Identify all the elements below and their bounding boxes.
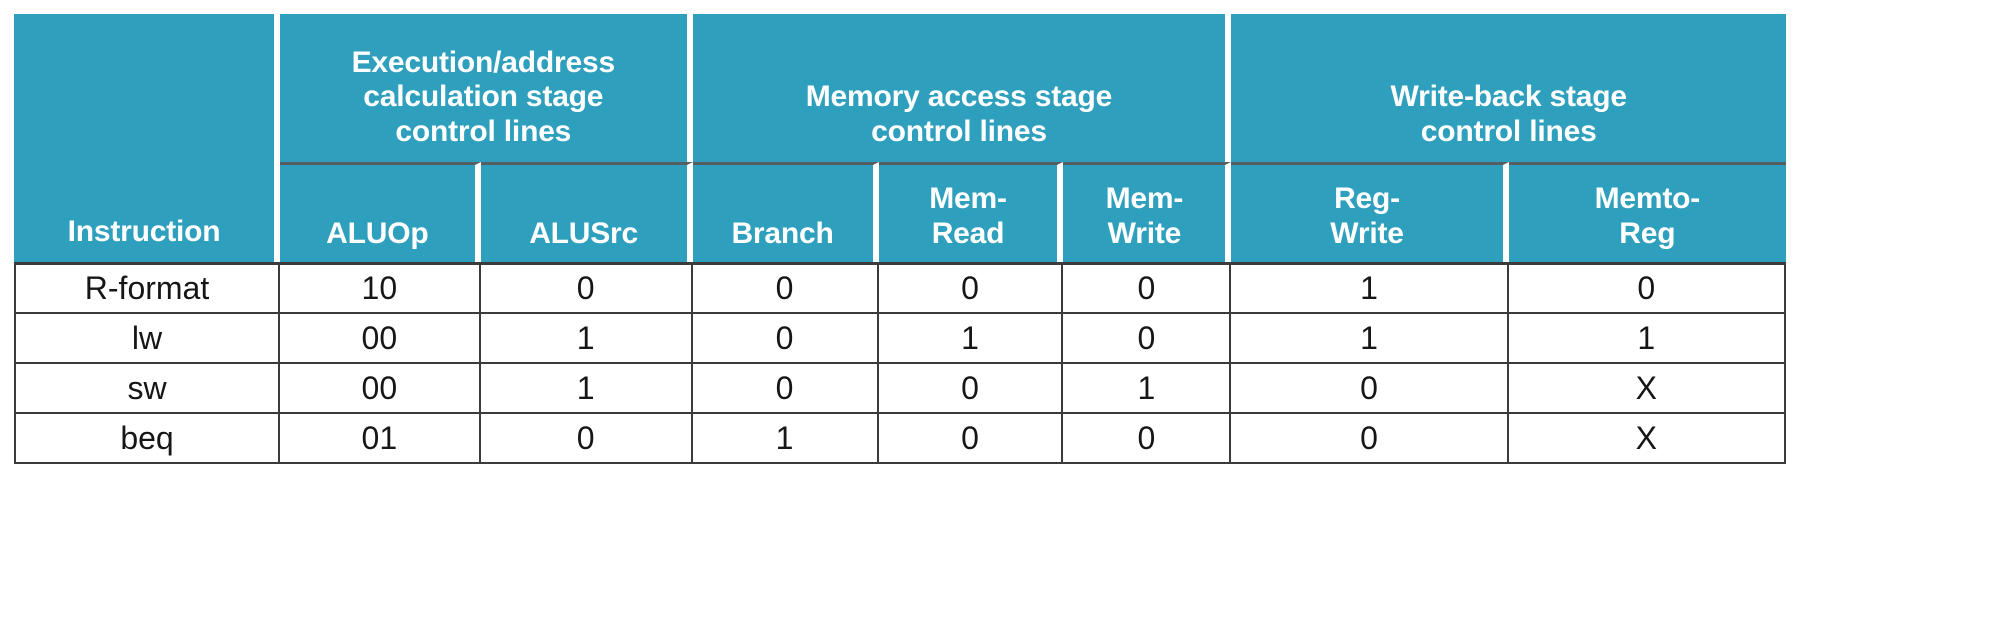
table-head: Instruction Execution/address calculatio… xyxy=(14,14,1786,262)
header-writeback-line-2: control lines xyxy=(1420,115,1597,149)
header-execution-line-3: control lines xyxy=(395,115,572,149)
table-row: sw 00 1 0 0 1 0 X xyxy=(14,364,1786,414)
header-execution-line-2: calculation stage xyxy=(363,80,604,114)
header-regwrite: Reg- Write xyxy=(1231,162,1509,262)
cell-memread: 0 xyxy=(878,262,1064,314)
header-execution-stage: Execution/address calculation stage cont… xyxy=(280,14,693,162)
cell-branch: 0 xyxy=(692,364,879,414)
cell-aluop: 00 xyxy=(280,364,481,414)
cell-alusrc: 1 xyxy=(480,364,693,414)
cell-memtoreg: 0 xyxy=(1508,262,1786,314)
header-memwrite: Mem- Write xyxy=(1063,162,1232,262)
table-body: R-format 10 0 0 0 0 1 0 lw 00 1 0 1 0 1 … xyxy=(14,262,1786,464)
header-memtoreg-line-1: Memto- xyxy=(1594,182,1701,216)
cell-memread: 1 xyxy=(878,314,1064,364)
cell-alusrc: 0 xyxy=(480,262,693,314)
cell-aluop: 10 xyxy=(280,262,481,314)
cell-memread: 0 xyxy=(878,364,1064,414)
cell-regwrite: 0 xyxy=(1231,414,1509,464)
header-branch: Branch xyxy=(692,162,879,262)
header-alusrc: ALUSrc xyxy=(480,162,693,262)
header-column-row: ALUOp ALUSrc Branch Mem- Read Mem- Write xyxy=(14,162,1786,262)
header-regwrite-line-2: Write xyxy=(1330,217,1404,251)
header-group-row: Instruction Execution/address calculatio… xyxy=(14,14,1786,262)
header-memtoreg: Memto- Reg xyxy=(1508,162,1786,262)
cell-regwrite: 1 xyxy=(1231,262,1509,314)
header-memwrite-line-1: Mem- xyxy=(1105,182,1184,216)
cell-memwrite: 0 xyxy=(1063,262,1232,314)
table-row: beq 01 0 1 0 0 0 X xyxy=(14,414,1786,464)
header-execution-line-1: Execution/address xyxy=(351,45,616,79)
header-alusrc-line-1: ALUSrc xyxy=(529,217,639,251)
header-memread-line-2: Read xyxy=(931,217,1005,251)
pipeline-control-table: Instruction Execution/address calculatio… xyxy=(14,14,1786,464)
table-row: R-format 10 0 0 0 0 1 0 xyxy=(14,262,1786,314)
table-row: lw 00 1 0 1 0 1 1 xyxy=(14,314,1786,364)
cell-instruction: R-format xyxy=(14,262,281,314)
cell-instruction: lw xyxy=(14,314,281,364)
cell-memwrite: 1 xyxy=(1063,364,1232,414)
cell-regwrite: 1 xyxy=(1231,314,1509,364)
cell-memwrite: 0 xyxy=(1063,314,1232,364)
cell-memtoreg: 1 xyxy=(1508,314,1786,364)
cell-aluop: 01 xyxy=(280,414,481,464)
header-aluop: ALUOp xyxy=(280,162,481,262)
cell-memtoreg: X xyxy=(1508,414,1786,464)
cell-alusrc: 1 xyxy=(480,314,693,364)
header-memread-line-1: Mem- xyxy=(929,182,1007,216)
header-memory-line-1: Memory access stage xyxy=(805,80,1113,114)
cell-branch: 1 xyxy=(692,414,879,464)
header-regwrite-line-1: Reg- xyxy=(1334,182,1400,216)
header-memwrite-line-2: Write xyxy=(1107,217,1182,251)
header-writeback-line-1: Write-back stage xyxy=(1390,80,1628,114)
cell-regwrite: 0 xyxy=(1231,364,1509,414)
cell-instruction: beq xyxy=(14,414,281,464)
cell-alusrc: 0 xyxy=(480,414,693,464)
header-memory-stage: Memory access stage control lines xyxy=(692,14,1232,162)
header-memory-line-2: control lines xyxy=(871,115,1047,149)
header-aluop-line-1: ALUOp xyxy=(326,217,429,251)
cell-branch: 0 xyxy=(692,314,879,364)
cell-aluop: 00 xyxy=(280,314,481,364)
cell-branch: 0 xyxy=(692,262,879,314)
header-instruction-line-1: Instruction xyxy=(67,215,221,249)
cell-memtoreg: X xyxy=(1508,364,1786,414)
header-instruction: Instruction xyxy=(14,14,281,262)
header-branch-line-1: Branch xyxy=(731,217,834,251)
cell-memread: 0 xyxy=(878,414,1064,464)
cell-instruction: sw xyxy=(14,364,281,414)
cell-memwrite: 0 xyxy=(1063,414,1232,464)
header-memtoreg-line-2: Reg xyxy=(1619,217,1676,251)
header-memread: Mem- Read xyxy=(878,162,1064,262)
header-writeback-stage: Write-back stage control lines xyxy=(1231,14,1786,162)
